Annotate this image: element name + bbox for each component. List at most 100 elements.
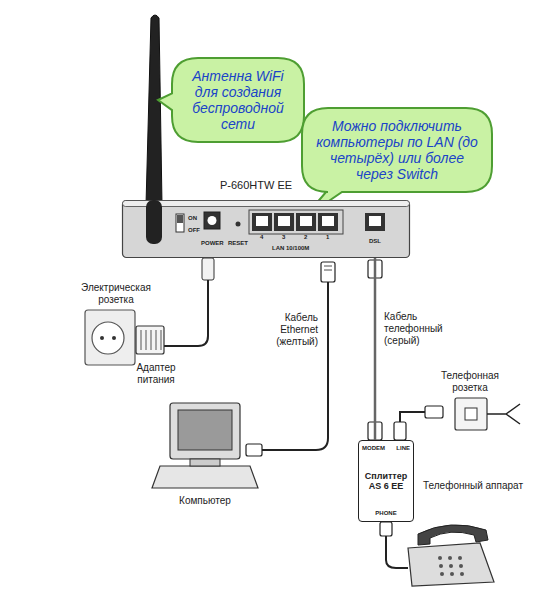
telephone [408,525,494,586]
lan-port-group [249,210,343,234]
lan-port [322,216,334,226]
port-label: POWER [201,240,224,246]
telephone [449,564,453,568]
antenna [146,15,162,205]
telephone [460,572,464,576]
antenna-base [146,200,162,244]
power-adapter [141,330,161,350]
phone-cable [375,258,376,440]
port-label: 4 [260,234,263,240]
lan-port [252,213,272,231]
bubble-outline [158,58,304,142]
line-cable [425,406,443,418]
telephone [448,556,452,560]
ethernet-cable [262,282,328,450]
computer [170,403,240,459]
port-row: MODEM LINE [362,445,410,452]
ethernet-cable [246,262,335,456]
phone-cable [374,258,377,440]
power-cable [202,258,214,280]
phone-socket [465,408,477,420]
telephone [459,564,463,568]
edge-label: Кабель телефонный (серый) [383,311,465,347]
phone-socket [455,398,520,430]
port-label: OFF [188,227,200,233]
part-label: Телефонный аппарат [418,480,528,492]
port-label: ON [188,215,197,221]
callout-text: Можно подключить компьютеры по LAN (до ч… [314,118,480,182]
power-cable [164,280,208,346]
computer [178,410,232,450]
port-label: 3 [282,234,285,240]
line-cable [394,422,406,440]
telephone [440,572,444,576]
lan-port [300,216,312,226]
power-adapter [136,326,164,354]
phone-socket [455,398,487,430]
telephone [439,564,443,568]
telephone [458,556,462,560]
port-label: LAN 10/100M [272,245,309,251]
power-switch [176,214,184,232]
port-label: RESET [228,240,248,246]
router-housing [123,201,410,258]
power-jack [208,216,217,225]
ethernet-cable [324,266,332,270]
power-adapter [136,326,164,354]
part-label: Телефонная розетка [425,370,515,394]
part-label: Кабель Ethernet (желтый) [252,312,318,348]
computer [152,403,258,488]
lan-port [318,213,338,231]
electrical-outlet [85,310,135,365]
computer [190,459,220,466]
part-label: Электрическая розетка [66,282,166,306]
power-cable [164,250,214,346]
part-label: Компьютер [160,495,250,507]
port-row: PHONE [362,510,410,517]
phone-cable [380,522,392,536]
reset-hole [236,222,241,227]
telephone [418,525,488,545]
dsl-port [365,213,385,231]
lan-port [274,213,294,231]
model-name: P-660HTW EE [220,180,292,191]
phone-cable [386,536,408,568]
phone-cable [380,522,408,568]
phone-socket [487,404,520,424]
router-top [123,201,410,207]
splitter-name: Сплиттер AS 6 EE [362,471,410,492]
dsl-port [369,216,381,226]
port-label: MODEM [362,445,385,452]
port-label: PHONE [375,510,396,517]
router-body [122,200,410,258]
telephone [438,556,442,560]
telephone [408,543,494,586]
electrical-outlet [85,310,135,365]
port-label: DSL [369,238,381,244]
lan-port [256,216,268,226]
callout-text: Антенна WiFi для создания беспроводной с… [184,68,292,132]
callout-bubble: Антенна WiFi для создания беспроводной с… [172,58,304,142]
lan-port [278,216,290,226]
part-label: Адаптер питания [120,362,192,386]
telephone [438,556,464,576]
antenna [146,15,162,205]
ethernet-cable [321,262,335,282]
callout-bubble: Можно подключить компьютеры по LAN (до ч… [302,108,492,192]
ethernet-cable [246,444,262,456]
electrical-outlet [112,336,116,340]
electrical-outlet [100,336,104,340]
computer [152,466,258,488]
router-box: P-660HTW EEONOFFPOWERRESET4321LAN 10/100… [122,200,410,258]
port-label: 1 [326,234,329,240]
power-switch [177,215,183,223]
line-cable [394,406,443,440]
port-label: LINE [396,445,410,452]
telephone [450,572,454,576]
electrical-outlet [92,322,124,354]
power-jack [204,212,220,229]
lan-port [296,213,316,231]
line-cable [400,412,425,422]
port-label: 2 [304,234,307,240]
